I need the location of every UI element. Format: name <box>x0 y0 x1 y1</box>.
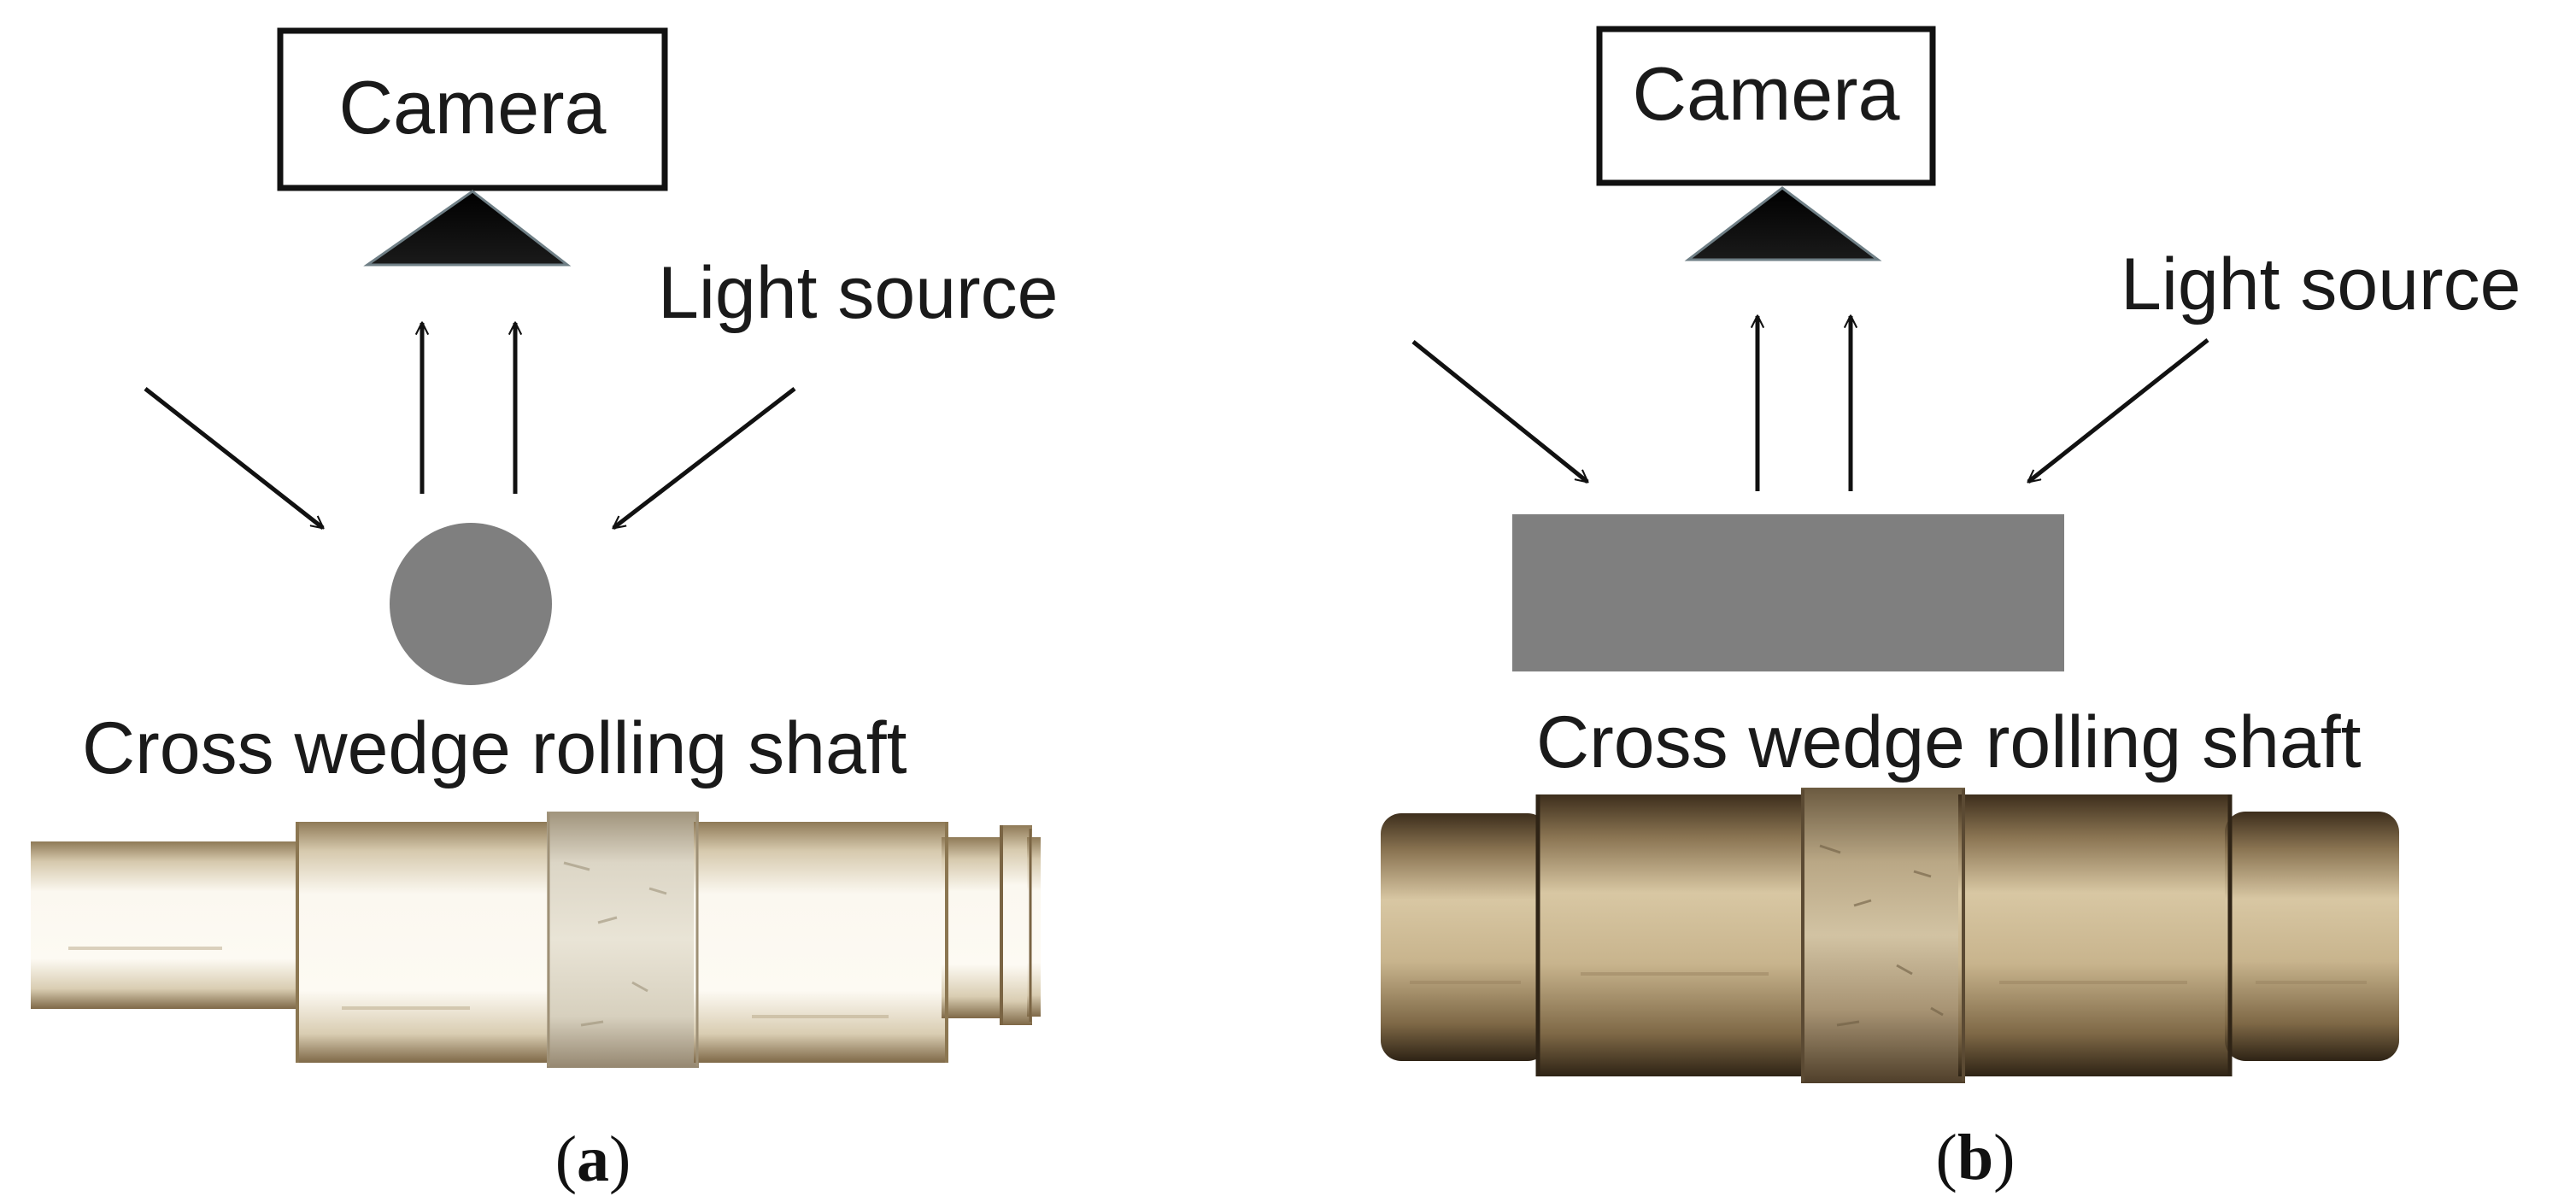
camera-label-a: Camera <box>339 65 607 150</box>
lens-prism-icon-a <box>363 190 572 267</box>
caption-a-open: ( <box>555 1123 577 1195</box>
caption-b-open: ( <box>1936 1122 1957 1193</box>
caption-b-letter: b <box>1957 1122 1993 1193</box>
shaft-label-a: Cross wedge rolling shaft <box>82 707 907 789</box>
camera-box-a: Camera <box>277 27 668 191</box>
incident-ray-a-right <box>613 387 796 530</box>
caption-a-close: ) <box>609 1123 631 1195</box>
camera-box-b: Camera <box>1596 26 1936 186</box>
incident-ray-b-left <box>1411 340 1587 482</box>
caption-a: (a) <box>555 1123 631 1195</box>
incident-ray-a-left <box>144 387 323 530</box>
caption-a-letter: a <box>577 1123 609 1195</box>
incident-ray-b-right <box>2028 338 2209 484</box>
shaft-cross-section-circle <box>390 523 552 685</box>
caption-b-close: ) <box>1993 1122 2015 1193</box>
caption-b: (b) <box>1936 1122 2016 1193</box>
panel-b: Camera Light source Cross wedge rolling … <box>1381 26 2521 1193</box>
lens-prism-icon-b <box>1684 186 1882 261</box>
shaft-photo-b <box>1381 788 2399 1083</box>
svg-text:(b): (b) <box>1936 1122 2016 1193</box>
panel-a: Camera Light source Cross wedge rolling … <box>31 27 1059 1195</box>
camera-label-b: Camera <box>1633 51 1900 136</box>
shaft-photo-a <box>31 812 1041 1068</box>
light-source-label-b: Light source <box>2121 243 2521 325</box>
svg-text:(a): (a) <box>555 1123 631 1195</box>
shaft-label-b: Cross wedge rolling shaft <box>1536 701 2362 783</box>
shaft-side-view-rect <box>1512 514 2064 671</box>
light-source-label-a: Light source <box>658 252 1059 334</box>
